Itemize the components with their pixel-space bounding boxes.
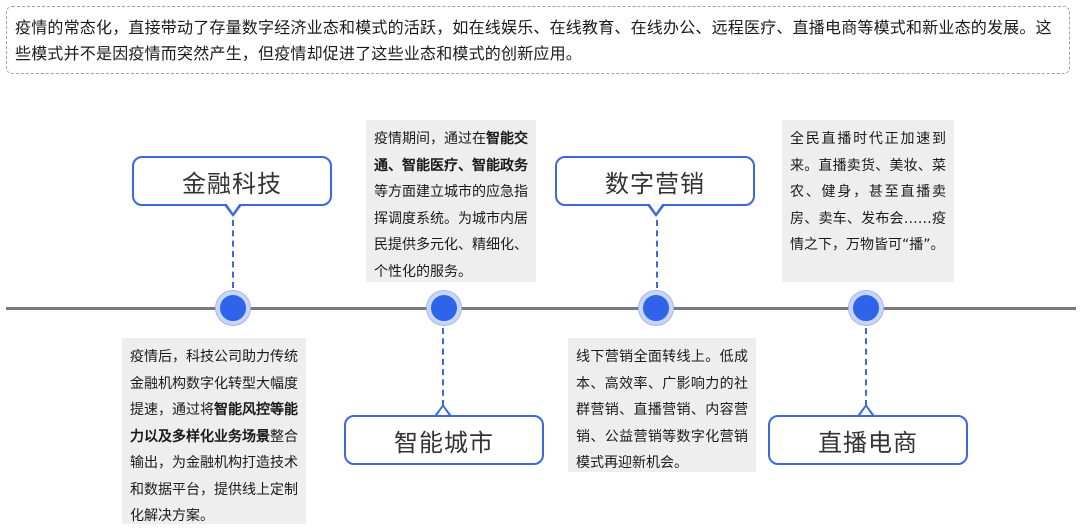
connector-digital-marketing-up (656, 220, 658, 288)
label-digital-marketing: 数字营销 (555, 156, 755, 206)
node-fintech (216, 291, 250, 325)
desc-run: 线下营销全面转线上。低成本、高效率、广影响力的社群营销、直播营销、内容营销、公益… (576, 349, 748, 471)
connector-fintech-up (232, 220, 234, 288)
desc-run: 疫情后，科技公司助力传统金融机构数字化转型大幅度提速，通过将 (130, 349, 298, 418)
node-live-commerce (849, 291, 883, 325)
desc-run: 疫情期间，通过在 (374, 131, 486, 147)
node-smart-city (427, 291, 461, 325)
intro-text: 疫情的常态化，直接带动了存量数字经济业态和模式的活跃，如在线娱乐、在线教育、在线… (15, 18, 1052, 63)
desc-digital-marketing: 线下营销全面转线上。低成本、高效率、广影响力的社群营销、直播营销、内容营销、公益… (568, 338, 756, 472)
node-digital-marketing (639, 291, 673, 325)
desc-run: 智能交通、智能医疗、智能政务 (374, 131, 528, 174)
label-live-commerce: 直播电商 (768, 415, 968, 465)
desc-live-commerce: 全民直播时代正加速到来。直播卖货、美妆、菜农、健身，甚至直播卖房、卖车、发布会…… (782, 120, 954, 282)
connector-smart-city-down (442, 328, 444, 406)
desc-fintech: 疫情后，科技公司助力传统金融机构数字化转型大幅度提速，通过将智能风控等能力以及多… (122, 338, 306, 524)
timeline-axis (6, 307, 1076, 310)
desc-run: 等方面建立城市的应急指挥调度系统。为城市内居民提供多元化、精细化、个性化的服务。 (374, 184, 528, 280)
desc-smart-city: 疫情期间，通过在智能交通、智能医疗、智能政务等方面建立城市的应急指挥调度系统。为… (366, 120, 536, 282)
intro-text-box: 疫情的常态化，直接带动了存量数字经济业态和模式的活跃，如在线娱乐、在线教育、在线… (6, 6, 1070, 74)
desc-run: 全民直播时代正加速到来。直播卖货、美妆、菜农、健身，甚至直播卖房、卖车、发布会…… (790, 131, 946, 253)
connector-live-commerce-down (865, 328, 867, 406)
label-fintech: 金融科技 (132, 156, 332, 206)
desc-run: 智能风控等能力以及多样化业务场景 (130, 402, 298, 445)
label-smart-city: 智能城市 (344, 415, 544, 465)
desc-run: 整合输出，为金融机构打造技术和数据平台，提供线上定制化解决方案。 (130, 428, 298, 525)
